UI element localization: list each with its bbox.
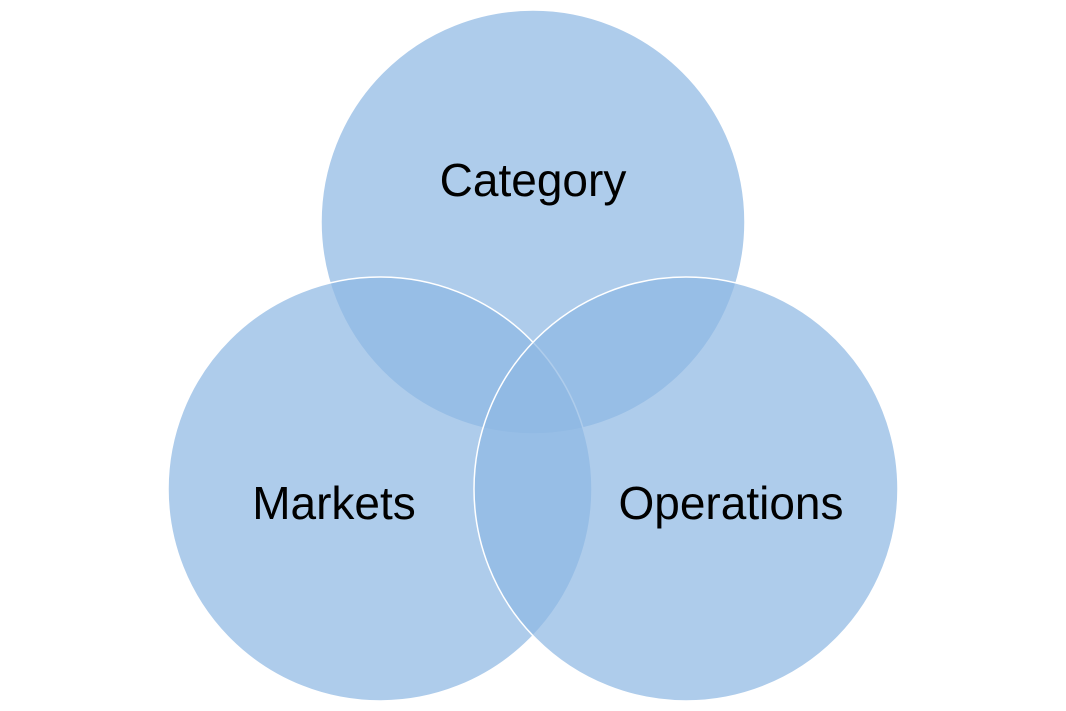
circle-operations: [473, 276, 899, 702]
label-category: Category: [440, 154, 627, 206]
label-operations: Operations: [618, 477, 843, 529]
label-markets: Markets: [252, 477, 416, 529]
